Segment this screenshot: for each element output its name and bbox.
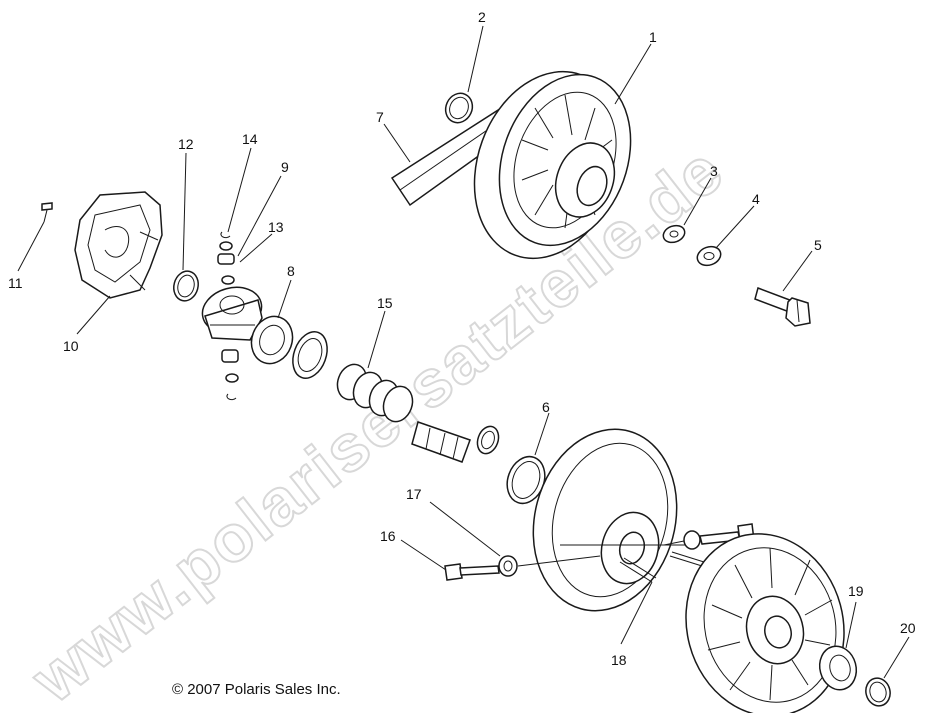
- washer-3: [662, 224, 686, 244]
- shaft: [411, 421, 500, 463]
- ramp-button-8: [250, 315, 294, 365]
- callout-10: 10: [63, 338, 79, 354]
- callout-3: 3: [710, 163, 718, 179]
- callout-17: 17: [406, 486, 422, 502]
- snap-ring-12: [173, 270, 199, 302]
- spider-assembly: [201, 286, 263, 341]
- o-ring-2: [444, 92, 474, 124]
- leader-lines: [17, 25, 910, 679]
- spring-15: [336, 363, 414, 423]
- pin-16: [444, 563, 500, 581]
- washer-4: [696, 245, 722, 267]
- roller-17: [498, 555, 518, 577]
- callout-1: 1: [649, 29, 657, 45]
- callout-12: 12: [178, 136, 194, 152]
- callout-16: 16: [380, 528, 396, 544]
- driven-clutch-sheave-moveable: [532, 428, 690, 612]
- callout-2: 2: [478, 9, 486, 25]
- roll-pins-18: [619, 551, 705, 583]
- callout-9: 9: [281, 159, 289, 175]
- callout-5: 5: [814, 237, 822, 253]
- bolt-5: [754, 287, 811, 327]
- clutch-cover: [74, 191, 163, 299]
- callout-14: 14: [242, 131, 258, 147]
- callout-8: 8: [287, 263, 295, 279]
- callout-labels: 1 2 3 4 5 6 7 8 9 10 11 12 13 14 15 16 1…: [8, 9, 916, 668]
- copyright-notice: © 2007 Polaris Sales Inc.: [172, 681, 341, 698]
- callout-18: 18: [611, 652, 627, 668]
- roller-clip-stack: [217, 231, 239, 401]
- callout-15: 15: [377, 295, 393, 311]
- callout-7: 7: [376, 109, 384, 125]
- callout-4: 4: [752, 191, 760, 207]
- driven-clutch-sheave-fixed: [685, 533, 845, 713]
- callout-11: 11: [8, 275, 23, 291]
- callout-13: 13: [268, 219, 284, 235]
- bearing-19: [818, 645, 858, 691]
- screw-11: [41, 202, 53, 223]
- callout-19: 19: [848, 583, 864, 599]
- snap-ring-20: [865, 677, 891, 707]
- callout-6: 6: [542, 399, 550, 415]
- bushing-ring: [292, 331, 328, 379]
- driven-clutch-sheave-upper: [473, 70, 632, 260]
- callout-20: 20: [900, 620, 916, 636]
